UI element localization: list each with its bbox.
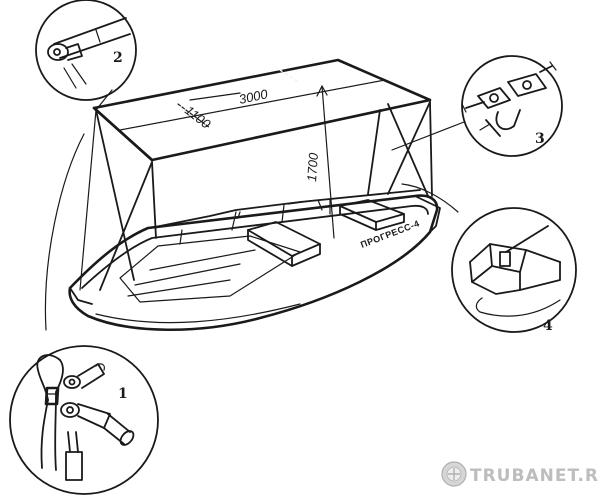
leader-lines <box>44 89 465 331</box>
boat-hull <box>68 189 441 332</box>
detail-4-circle: 4 <box>451 207 577 334</box>
callout-2-label: 2 <box>113 50 123 66</box>
detail-2-circle: 2 <box>35 0 137 101</box>
watermark: TRUBANET.RU <box>441 461 600 487</box>
callout-1-label: 1 <box>118 386 128 402</box>
bench-seat-back <box>339 199 405 231</box>
watermark-label: TRUBANET.RU <box>470 466 600 486</box>
hull-name-label: ПРОГРЕСС-4 <box>359 218 421 250</box>
canopy <box>92 58 432 162</box>
dimension-width-label: 1100 <box>182 103 214 133</box>
dimension-height: 1700 <box>304 85 335 239</box>
hull-ribs <box>179 199 331 245</box>
dimension-width: 1100 <box>177 103 214 133</box>
dimension-height-label: 1700 <box>304 152 321 183</box>
watermark-logo-icon <box>441 461 467 487</box>
bench-seat-front <box>247 221 321 267</box>
canopy-guide-line <box>279 69 299 83</box>
detail-3-circle: 3 <box>461 55 563 157</box>
detail-1-circle: 1 <box>9 345 159 495</box>
callout-4-label: 4 <box>543 318 553 334</box>
dimension-length-label: 3000 <box>238 86 270 107</box>
callout-3-label: 3 <box>535 131 545 147</box>
floor-boards <box>119 235 301 303</box>
dimension-length: 3000 <box>189 86 270 107</box>
canopy-frame <box>79 101 433 291</box>
